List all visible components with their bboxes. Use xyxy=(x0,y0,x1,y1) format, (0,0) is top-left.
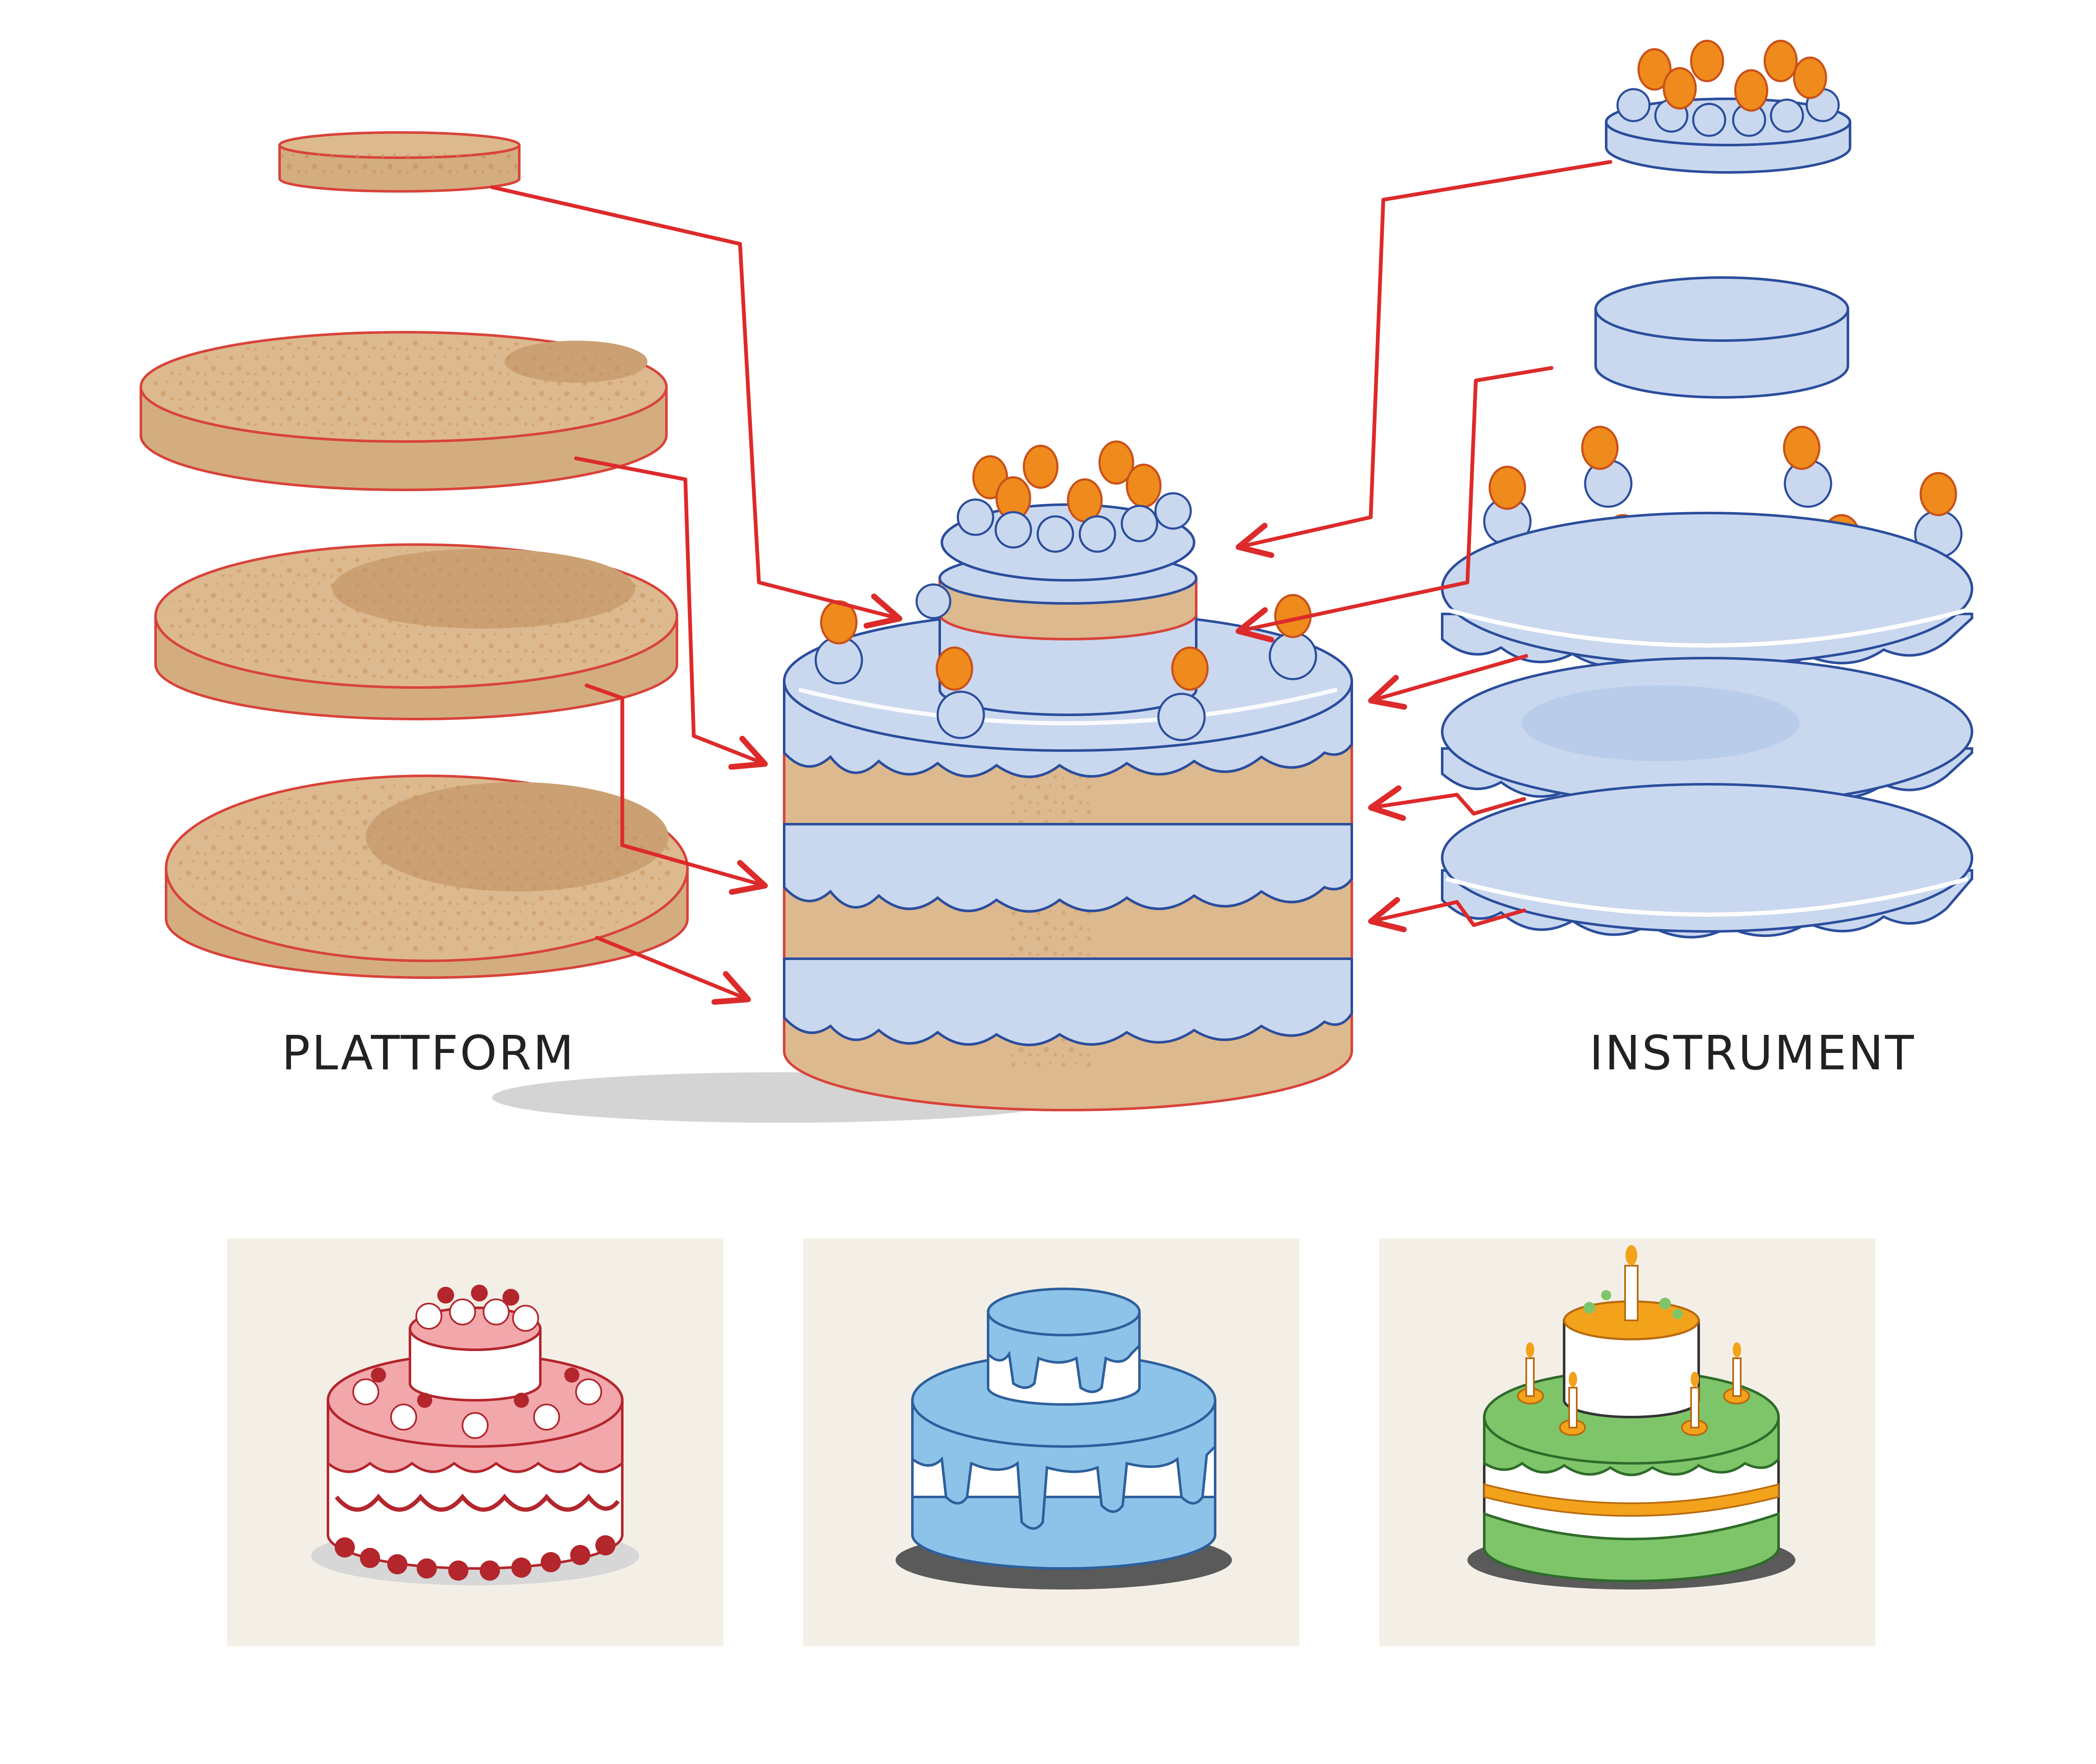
platform-label: PLATTFORM xyxy=(282,1026,576,1081)
bottom-tier-rosettes xyxy=(814,583,1317,741)
arrow-disc-2 xyxy=(1368,785,1526,821)
arrow-sponge-1 xyxy=(574,456,768,770)
arrow-disc-1 xyxy=(1368,654,1528,710)
example-blue-cake xyxy=(803,1238,1299,1646)
sponge-layers xyxy=(140,131,689,979)
frosting-disc-1 xyxy=(1441,512,1973,671)
arrow-puck xyxy=(1235,366,1554,643)
frosting-parts xyxy=(1441,40,1973,939)
sponge-large-1 xyxy=(140,331,668,491)
top-tier-berries xyxy=(972,440,1162,523)
sponge-top-small xyxy=(278,131,521,193)
example-green-cake xyxy=(1379,1238,1875,1646)
frosting-puck xyxy=(1594,276,1849,399)
arrow-topper xyxy=(1235,160,1612,558)
arrow-sponge-top xyxy=(490,185,903,629)
sponge-large-2 xyxy=(154,543,678,720)
frosting-topper xyxy=(1605,40,1851,174)
assembled-cake xyxy=(492,440,1353,1123)
example-pink-cake xyxy=(227,1238,723,1646)
arrow-disc-3 xyxy=(1368,897,1526,933)
frosting-disc-2 xyxy=(1441,657,1973,807)
arrow-sponge-3 xyxy=(595,936,751,1005)
frosting-disc-3 xyxy=(1441,783,1973,939)
example-cakes xyxy=(227,1238,1875,1646)
arrow-sponge-2 xyxy=(584,683,768,895)
sponge-large-3 xyxy=(165,775,689,979)
assembly-arrows xyxy=(490,160,1612,1005)
instrument-label: INSTRUMENT xyxy=(1589,1026,1916,1081)
top-tier-rosettes xyxy=(957,492,1192,553)
